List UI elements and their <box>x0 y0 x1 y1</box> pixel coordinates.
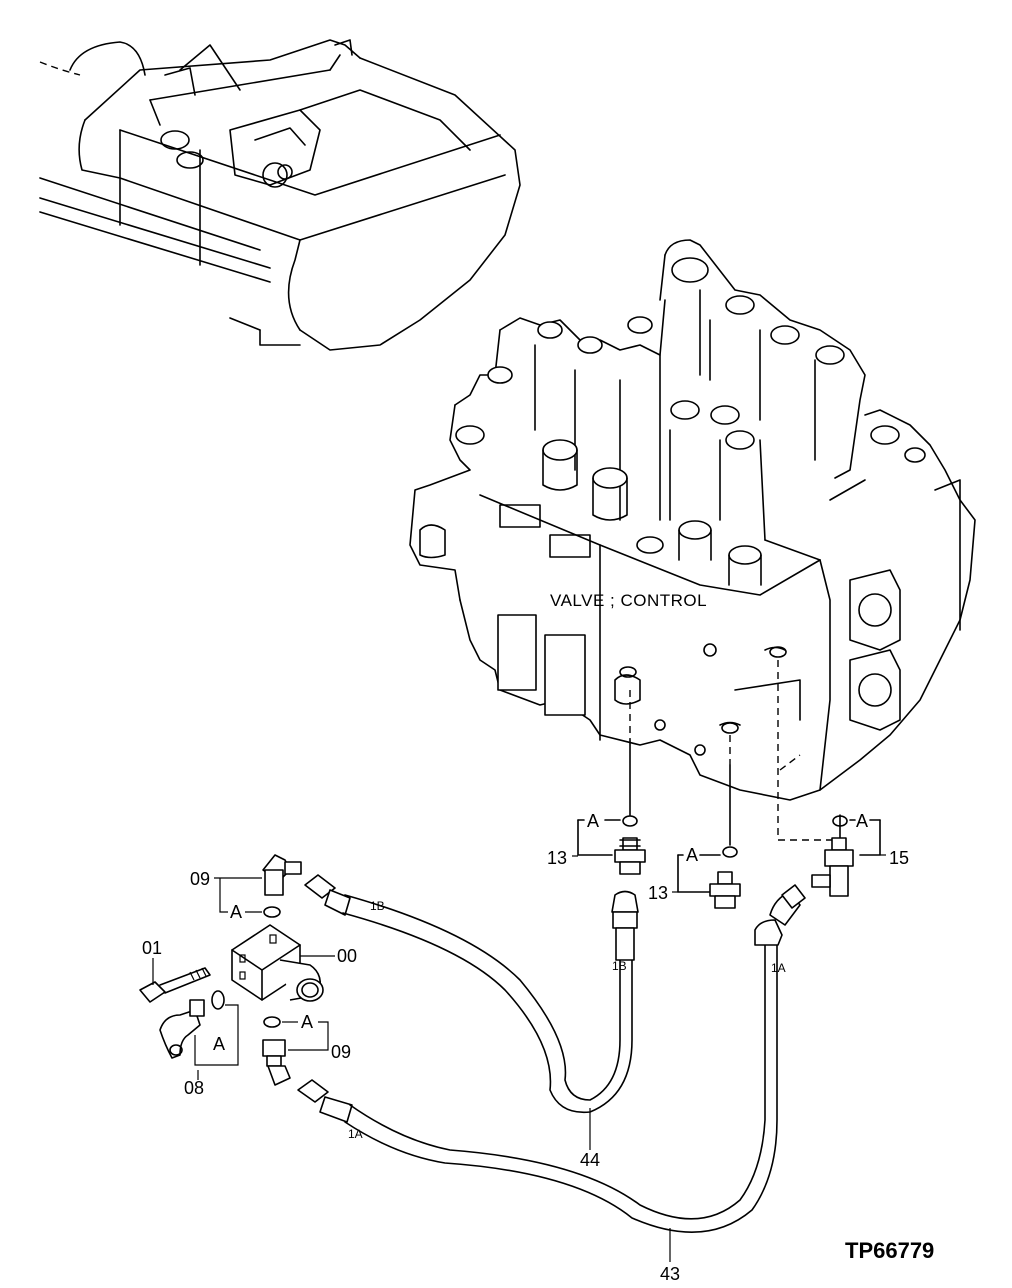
bolt-01 <box>139 967 211 1003</box>
o-ring-a3 <box>832 815 848 827</box>
machine-body-illustration <box>39 39 521 351</box>
callout-13-middle: 13 <box>648 883 668 903</box>
fitting-13-middle <box>709 871 741 909</box>
main-title: VALVE ; CONTROL <box>550 591 707 610</box>
callout-44: 44 <box>580 1150 600 1170</box>
callout-09-top: 09 <box>190 869 210 889</box>
callout-01: 01 <box>142 938 162 958</box>
marker-a-13-middle: A <box>686 845 698 865</box>
figure-id: TP66779 <box>845 1238 934 1263</box>
manifold-block-00 <box>231 924 324 1002</box>
hose-43 <box>297 884 806 1233</box>
fitting-13-left <box>614 837 646 875</box>
hose-44 <box>304 874 639 1114</box>
marker-a-13-left: A <box>587 811 599 831</box>
port-label-1a-hose-end: 1A <box>348 1127 363 1141</box>
valve-port-connections <box>577 739 881 909</box>
marker-a-09-top: A <box>230 902 242 922</box>
port-label-1b-valve-end: 1B <box>612 959 627 973</box>
callout-08: 08 <box>184 1078 204 1098</box>
callout-leaders <box>152 854 886 1262</box>
o-ring-a4 <box>211 990 225 1010</box>
callout-43: 43 <box>660 1264 680 1284</box>
callout-09-bottom: 09 <box>331 1042 351 1062</box>
o-ring-a5 <box>263 906 281 918</box>
elbow-fitting-09-bottom <box>262 1039 291 1086</box>
marker-a-08: A <box>213 1034 225 1054</box>
port-label-1a-valve-end: 1A <box>771 961 786 975</box>
o-ring-a6 <box>263 1016 281 1028</box>
callout-13-left: 13 <box>547 848 567 868</box>
callout-00: 00 <box>337 946 357 966</box>
control-valve-illustration <box>409 239 976 841</box>
o-ring-a2 <box>722 846 738 858</box>
elbow-fitting-09-top <box>262 854 302 896</box>
port-label-1b-hose-end: 1B <box>370 899 385 913</box>
tee-fitting-15 <box>811 837 854 897</box>
o-ring-a1 <box>622 815 638 827</box>
marker-a-15: A <box>856 811 868 831</box>
elbow-fitting-08 <box>159 999 205 1059</box>
marker-a-09-bottom: A <box>301 1012 313 1032</box>
callout-15: 15 <box>889 848 909 868</box>
